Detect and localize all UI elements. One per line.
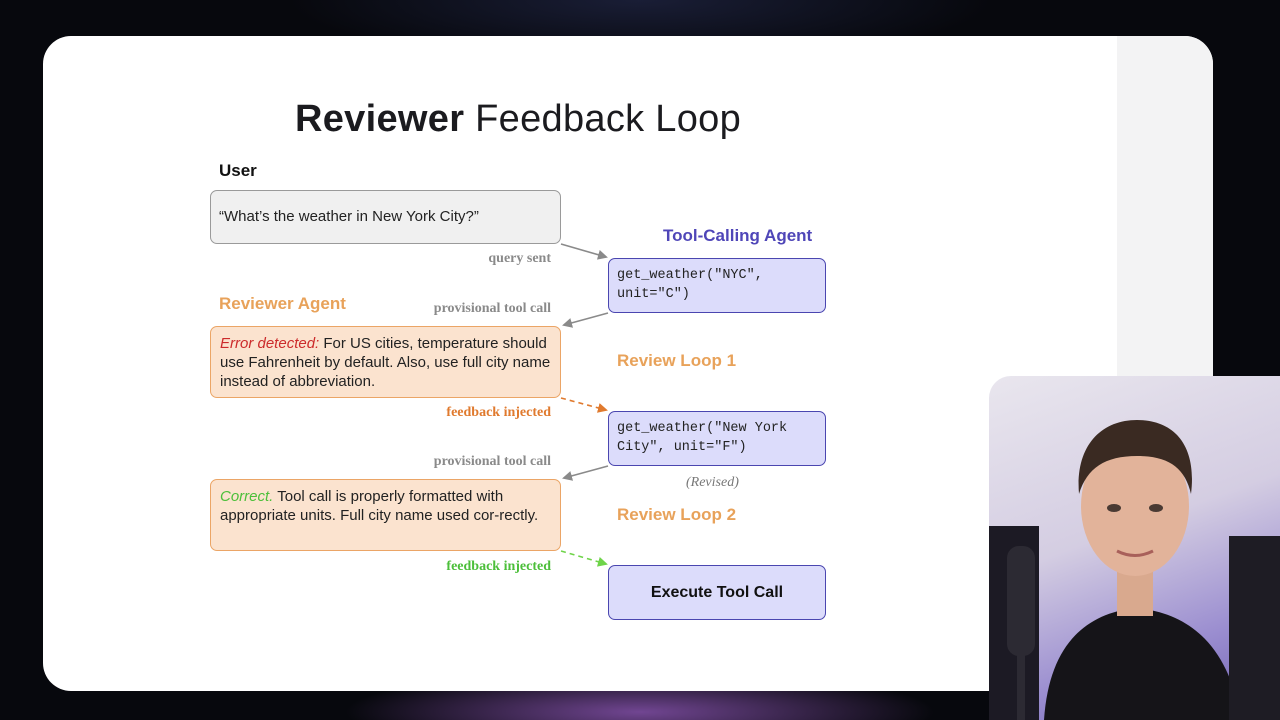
reviewer-feedback-box-1: Error detected: For US cities, temperatu…	[210, 326, 561, 398]
presenter-silhouette-icon	[989, 420, 1280, 720]
user-label: User	[219, 161, 257, 180]
arrow-query-sent	[560, 243, 608, 260]
revised-note: (Revised)	[686, 475, 739, 490]
edge-label-provisional-1: provisional tool call	[433, 301, 551, 316]
reviewer-agent-label: Reviewer Agent	[219, 294, 346, 313]
review-loop-1-label: Review Loop 1	[617, 351, 737, 370]
edge-label-feedback-2: feedback injected	[446, 559, 551, 574]
review-loop-2-label: Review Loop 2	[617, 505, 737, 524]
title-bold-word: Reviewer	[295, 98, 465, 140]
execute-tool-call-box: Execute Tool Call	[608, 565, 826, 620]
flow-arrows	[560, 243, 609, 567]
tool-calling-agent-label: Tool-Calling Agent	[663, 226, 813, 245]
arrow-feedback-1	[560, 397, 608, 413]
arrow-provisional-2	[562, 465, 609, 481]
user-query-box: “What’s the weather in New York City?”	[210, 190, 561, 244]
arrow-provisional-1	[562, 312, 609, 328]
error-detected-label: Error detected:	[220, 335, 320, 352]
feedback-1-text: For US cities, temperature should use Fa…	[220, 335, 551, 390]
edge-label-provisional-2: provisional tool call	[433, 454, 551, 469]
title-rest: Feedback Loop	[475, 98, 742, 140]
reviewer-feedback-box-2: Correct. Tool call is properly formatted…	[210, 479, 561, 551]
edge-label-feedback-1: feedback injected	[446, 405, 551, 420]
tool-call-box-2: get_weather("New York City", unit="F")	[608, 411, 826, 466]
tool-call-box-1: get_weather("NYC", unit="C")	[608, 258, 826, 313]
correct-label: Correct.	[220, 488, 274, 505]
feedback-2-text: Tool call is properly formatted with app…	[220, 488, 539, 524]
arrow-feedback-2	[560, 550, 608, 567]
webcam-overlay	[989, 376, 1280, 720]
slide-title: Reviewer Feedback Loop	[295, 98, 741, 141]
edge-label-query-sent: query sent	[488, 251, 551, 266]
